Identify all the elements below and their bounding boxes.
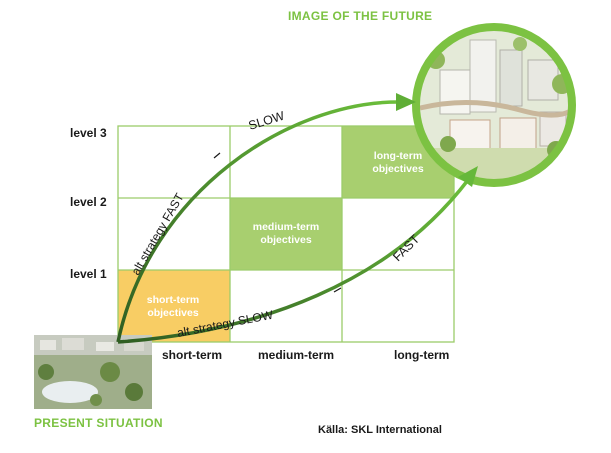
cell-medium-term-label: medium-term objectives — [252, 221, 320, 246]
x-label-long-term: long-term — [394, 348, 450, 362]
y-label-level-1: level 1 — [70, 267, 107, 281]
x-label-short-term: short-term — [162, 348, 223, 362]
title-image-of-the-future: IMAGE OF THE FUTURE — [288, 9, 433, 23]
label-upper-slow: SLOW — [247, 109, 286, 133]
cell-long-term-label: long-term objectives — [372, 150, 424, 175]
title-present-situation: PRESENT SITUATION — [34, 416, 163, 430]
label-lower-fast: FAST — [390, 232, 422, 264]
arrow-upper — [116, 100, 399, 343]
present-city-image — [34, 335, 152, 409]
arrow-upper-head — [396, 93, 416, 111]
arrow-lower-head — [458, 166, 478, 187]
label-upper-alt-fast: alt strategy FAST — [128, 190, 186, 277]
x-label-medium-term: medium-term — [258, 348, 335, 362]
source-credit: Källa: SKL International — [318, 424, 442, 436]
dash-mark-lower — [333, 287, 342, 293]
cell-medium-term-fill — [230, 198, 342, 270]
y-label-level-3: level 3 — [70, 126, 107, 140]
dash-mark-upper — [213, 152, 221, 159]
y-label-level-2: level 2 — [70, 195, 107, 209]
grid — [117, 125, 455, 343]
future-city-image — [412, 23, 576, 187]
cell-short-term-label: short-term objectives — [146, 294, 200, 319]
arrow-lower — [117, 178, 470, 344]
